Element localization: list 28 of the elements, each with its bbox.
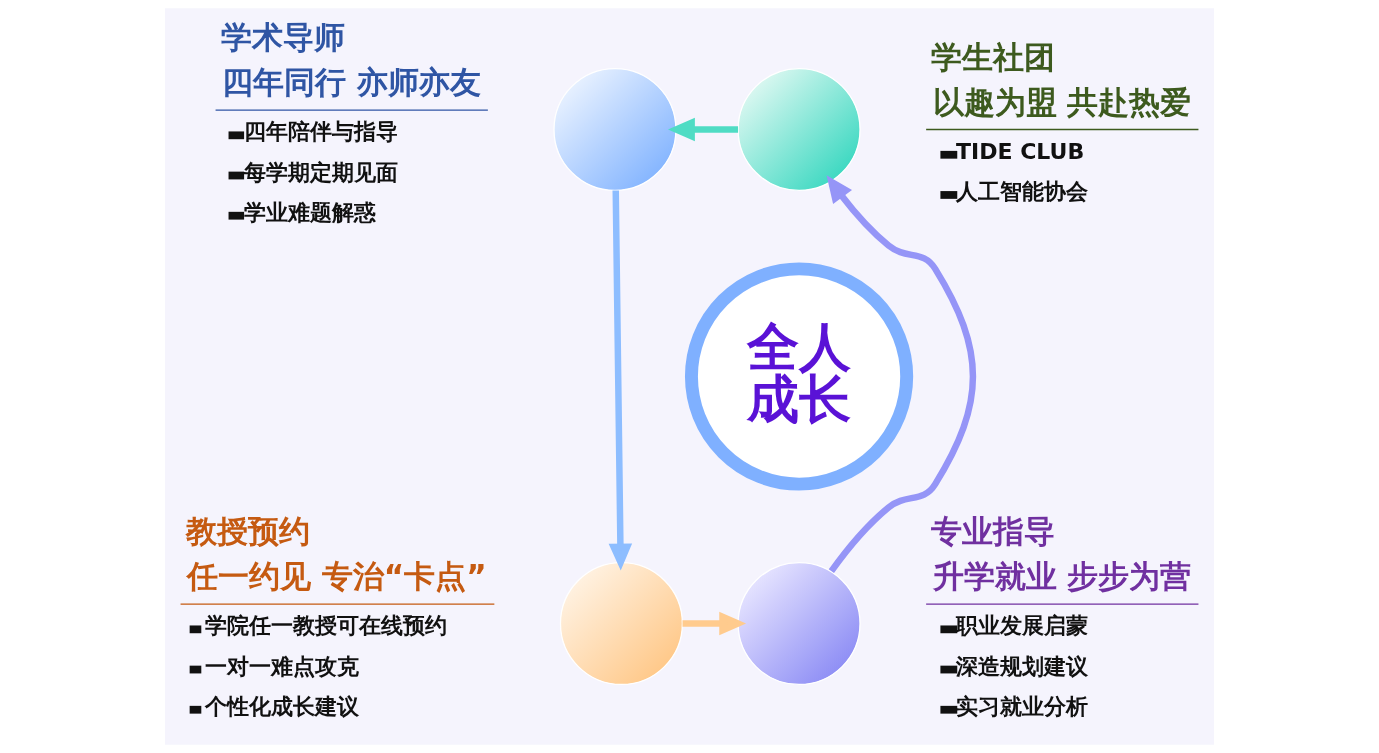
node-label: 职业发展启蒙 xyxy=(955,613,1088,639)
node-label: 个性化成长建议 xyxy=(205,693,360,719)
node-label: 学生社团 xyxy=(931,38,1056,75)
node-label: TIDE CLUB xyxy=(955,138,1085,164)
node-label: 学术导师 xyxy=(220,19,345,56)
node-label: 人工智能协会 xyxy=(955,178,1088,204)
node-circle: 全人成长 xyxy=(684,262,914,491)
node-label: 深造规划建议 xyxy=(955,653,1088,679)
arrow xyxy=(682,611,747,636)
node-label: 学院任一教授可在线预约 xyxy=(205,613,448,639)
arrow xyxy=(608,190,633,571)
node-label: 专业指导 xyxy=(931,513,1056,550)
node-label: 教授预约 xyxy=(185,513,310,550)
node-circle xyxy=(737,67,861,192)
node-label: 四年同行 亦师亦友 xyxy=(222,64,481,101)
node-label: 任一约见 专治“卡点” xyxy=(187,558,487,595)
arrow xyxy=(668,117,739,142)
node-circle xyxy=(553,67,677,192)
node-label: 每学期定期见面 xyxy=(244,159,399,185)
node-label: 学业难题解惑 xyxy=(244,199,377,225)
node-label: 实习就业分析 xyxy=(955,693,1088,719)
node-label: 四年陪伴与指导 xyxy=(244,119,399,145)
node-label: 一对一难点攻克 xyxy=(205,653,360,679)
node-label: 升学就业 步步为营 xyxy=(932,558,1192,595)
arrow xyxy=(826,175,977,574)
node-label: 以趣为盟 共赴热爱 xyxy=(932,83,1192,120)
node-circle xyxy=(737,561,861,686)
node-circle xyxy=(559,561,683,686)
